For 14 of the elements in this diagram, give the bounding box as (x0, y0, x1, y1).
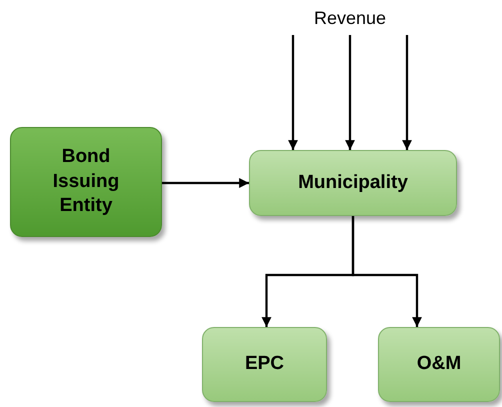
process-box (10, 127, 162, 237)
box-label: Bond Issuing Entity (52, 144, 120, 218)
box-label: Municipality (297, 170, 409, 195)
arrow (345, 35, 355, 150)
process-box (378, 327, 500, 402)
box-label: O&M (416, 352, 462, 376)
arrow (162, 178, 249, 188)
process-box (249, 150, 457, 216)
arrow (288, 35, 298, 150)
arrow (352, 216, 422, 327)
box-label: EPC (244, 352, 286, 376)
label-text: Revenue (300, 4, 400, 32)
process-box (202, 327, 327, 402)
arrow (402, 35, 412, 150)
